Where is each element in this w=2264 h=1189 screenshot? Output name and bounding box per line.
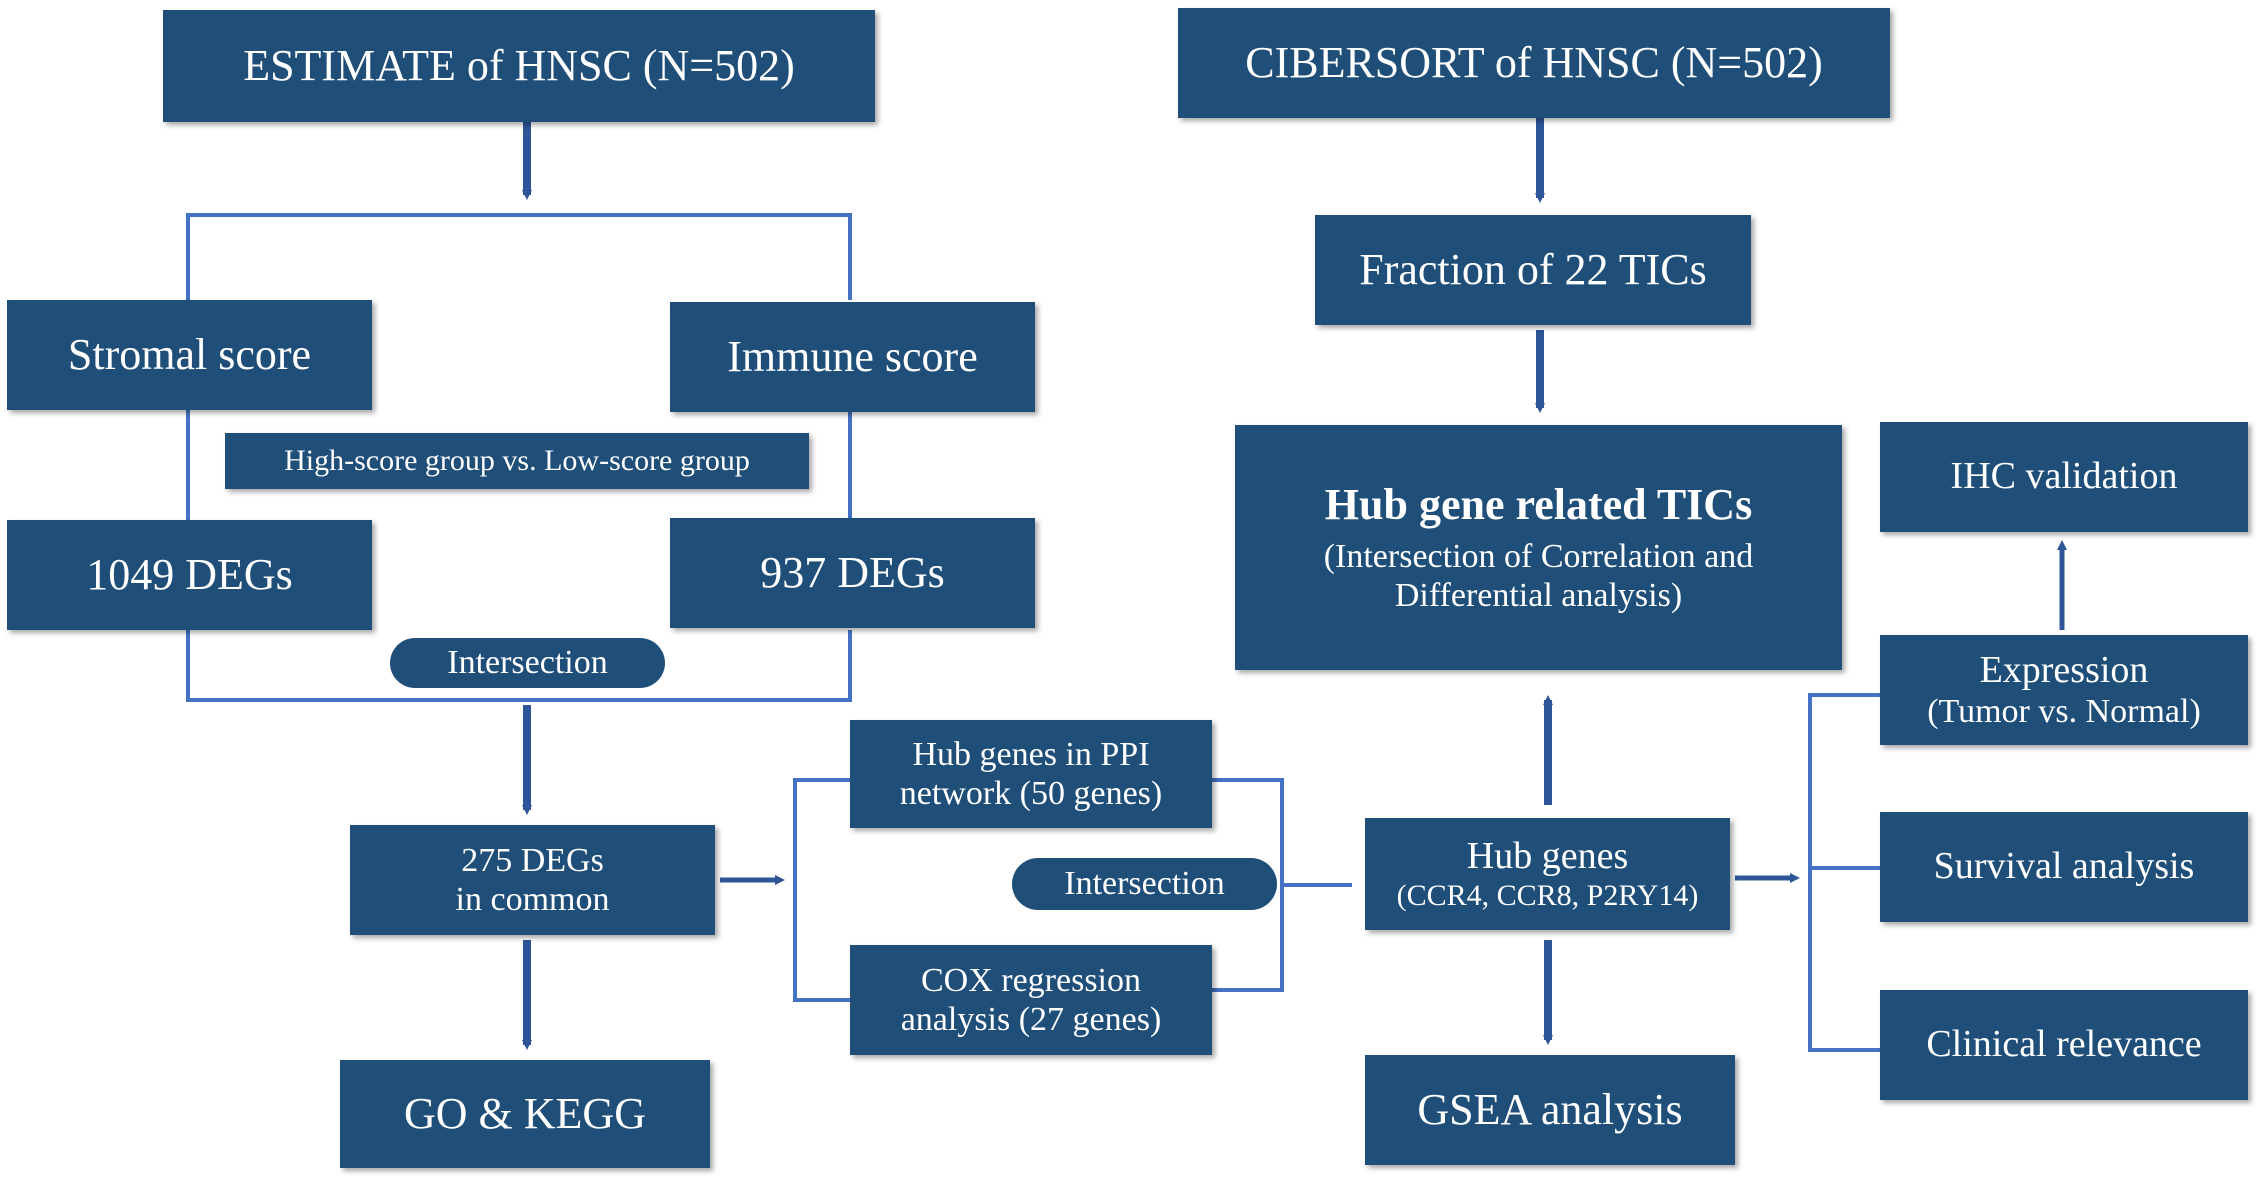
survival-analysis-label: Survival analysis — [1933, 845, 2195, 888]
fraction-tics-label: Fraction of 22 TICs — [1359, 244, 1707, 294]
arrows — [522, 118, 2067, 1050]
group-comparison-label: High-score group vs. Low-score group — [284, 443, 750, 477]
expression-line2: (Tumor vs. Normal) — [1927, 693, 2201, 731]
intersection-left-label: Intersection — [447, 644, 608, 681]
expression-line1: Expression — [1979, 648, 2149, 691]
middle-bracket-lines — [793, 778, 1352, 1002]
common-degs-line1: 275 DEGs — [461, 841, 604, 879]
common-degs-line2: in common — [455, 881, 610, 918]
intersection-middle-label: Intersection — [1064, 865, 1225, 902]
expression-box: Expression (Tumor vs. Normal) — [1880, 635, 2248, 745]
go-kegg-box: GO & KEGG — [340, 1060, 710, 1168]
cox-line1: COX regression — [920, 961, 1142, 999]
gsea-label: GSEA analysis — [1417, 1084, 1683, 1134]
stromal-score-label: Stromal score — [67, 329, 312, 379]
left-bracket-lines — [186, 213, 852, 702]
hub-gene-tics-box: Hub gene related TICs (Intersection of C… — [1235, 425, 1842, 670]
hub-genes-line2: (CCR4, CCR8, P2RY14) — [1396, 878, 1699, 912]
go-kegg-label: GO & KEGG — [404, 1088, 646, 1138]
hub-genes-box: Hub genes (CCR4, CCR8, P2RY14) — [1365, 818, 1730, 930]
group-comparison-box: High-score group vs. Low-score group — [225, 433, 809, 489]
common-degs-box: 275 DEGs in common — [350, 825, 715, 935]
cox-regression-box: COX regression analysis (27 genes) — [850, 945, 1212, 1055]
cibersort-label: CIBERSORT of HNSC (N=502) — [1245, 37, 1823, 87]
immune-score-label: Immune score — [727, 331, 978, 381]
hub-gene-tics-sub2: Differential analysis) — [1394, 576, 1683, 614]
intersection-pill-left: Intersection — [390, 638, 665, 688]
estimate-label: ESTIMATE of HNSC (N=502) — [243, 40, 795, 90]
degs-1049-box: 1049 DEGs — [7, 520, 372, 630]
ppi-line1: Hub genes in PPI — [912, 735, 1150, 773]
cox-line2: analysis (27 genes) — [900, 1001, 1162, 1038]
degs-1049-label: 1049 DEGs — [86, 549, 293, 599]
gsea-box: GSEA analysis — [1365, 1055, 1735, 1165]
fraction-tics-box: Fraction of 22 TICs — [1315, 215, 1751, 325]
hub-gene-tics-title: Hub gene related TICs — [1324, 480, 1753, 530]
hub-genes-line1: Hub genes — [1466, 834, 1629, 877]
ppi-hub-genes-box: Hub genes in PPI network (50 genes) — [850, 720, 1212, 828]
cibersort-box: CIBERSORT of HNSC (N=502) — [1178, 8, 1890, 118]
ppi-line2: network (50 genes) — [899, 775, 1163, 812]
ihc-validation-label: IHC validation — [1950, 455, 2178, 498]
immune-score-box: Immune score — [670, 302, 1035, 412]
right-bracket-lines — [1808, 693, 1880, 1052]
ihc-validation-box: IHC validation — [1880, 422, 2248, 532]
degs-937-label: 937 DEGs — [760, 547, 945, 597]
survival-analysis-box: Survival analysis — [1880, 812, 2248, 922]
hub-gene-tics-sub1: (Intersection of Correlation and — [1323, 537, 1754, 575]
clinical-relevance-box: Clinical relevance — [1880, 990, 2248, 1100]
estimate-box: ESTIMATE of HNSC (N=502) — [163, 10, 875, 122]
intersection-pill-middle: Intersection — [1012, 858, 1277, 910]
stromal-score-box: Stromal score — [7, 300, 372, 410]
clinical-relevance-label: Clinical relevance — [1926, 1023, 2202, 1066]
degs-937-box: 937 DEGs — [670, 518, 1035, 628]
